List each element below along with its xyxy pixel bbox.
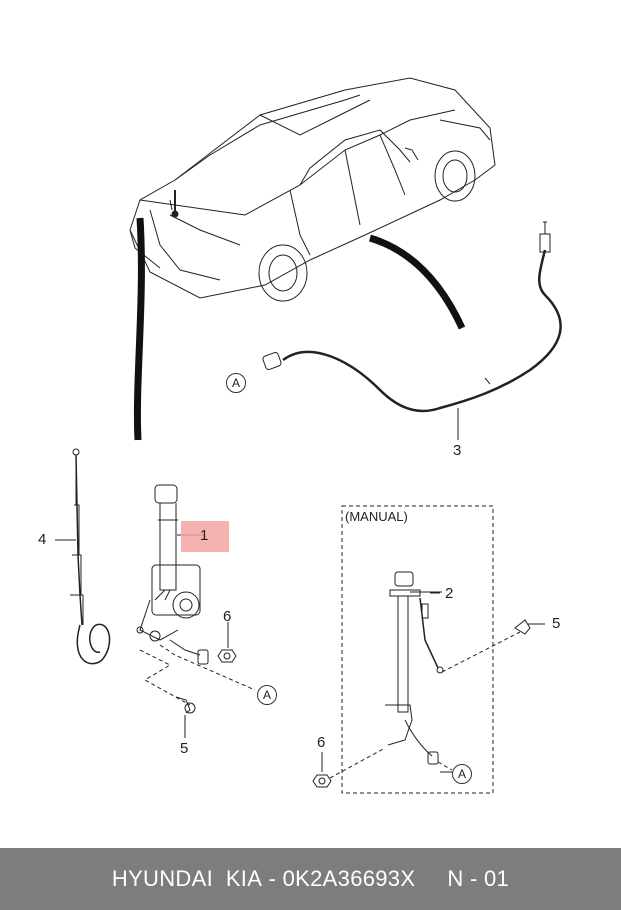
footer-bar: HYUNDAI KIA - 0K2A36693X N - 01 bbox=[0, 848, 621, 910]
footer-page-code: N - 01 bbox=[447, 866, 510, 891]
callout-part-4: 4 bbox=[38, 531, 47, 548]
antenna-rod bbox=[55, 448, 111, 665]
part-highlight bbox=[181, 521, 229, 552]
antenna-parts-diagram bbox=[55, 77, 562, 794]
callout-part-6-right: 6 bbox=[317, 734, 326, 751]
callout-part-3: 3 bbox=[453, 442, 462, 459]
manual-antenna bbox=[385, 571, 444, 765]
power-antenna-assembly bbox=[136, 484, 209, 665]
antenna-cable bbox=[262, 221, 562, 440]
connector-ref-a-manual: A bbox=[452, 764, 472, 784]
callout-part-2: 2 bbox=[445, 585, 454, 602]
footer-brand: HYUNDAI KIA bbox=[111, 866, 263, 891]
connector-ref-a-cable: A bbox=[226, 373, 246, 393]
footer-separator: - bbox=[262, 866, 283, 891]
nut-left bbox=[217, 622, 237, 663]
nut-right bbox=[312, 752, 332, 788]
connector-ref-a-bracket: A bbox=[257, 685, 277, 705]
callout-part-5-right: 5 bbox=[552, 615, 561, 632]
bolt-right bbox=[514, 619, 545, 635]
footer-part-number: 0K2A36693X bbox=[282, 866, 416, 891]
callout-part-1: 1 bbox=[200, 527, 209, 544]
car-illustration bbox=[129, 77, 496, 302]
manual-box-title: (MANUAL) bbox=[345, 509, 408, 524]
callout-part-6-left: 6 bbox=[223, 608, 232, 625]
callout-part-5-left: 5 bbox=[180, 740, 189, 757]
bolt-left bbox=[175, 696, 196, 738]
footer-spacer bbox=[415, 866, 447, 892]
